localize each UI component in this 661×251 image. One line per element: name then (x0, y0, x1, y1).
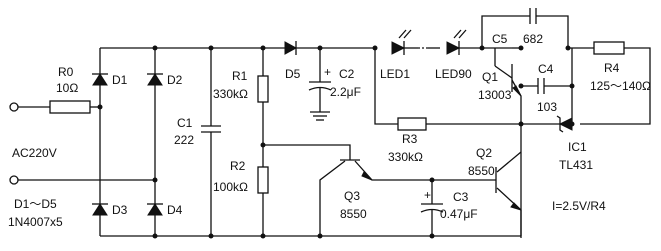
c4-value: 103 (537, 100, 557, 114)
r2-value: 100kΩ (213, 180, 248, 194)
transistor-q2: Q2 8550 (468, 146, 522, 236)
ic1-name: IC1 (568, 140, 587, 154)
capacitor-c4: C4 103 (518, 62, 575, 114)
q1-part: 13003 (478, 88, 512, 102)
d3-label: D3 (112, 203, 128, 217)
transistor-q3: Q3 8550 (263, 144, 496, 239)
capacitor-c3: + C3 0.47μF (420, 180, 478, 239)
d4-label: D4 (167, 203, 183, 217)
capacitor-c5: C5 682 (479, 8, 569, 51)
c3-plus: + (424, 188, 431, 202)
c3-value: 0.47μF (440, 207, 478, 221)
diodes-range-label: D1～D5 (14, 197, 57, 211)
r0-value: 10Ω (56, 81, 78, 95)
q3-name: Q3 (344, 189, 360, 203)
r0-name: R0 (58, 65, 74, 79)
led90-label: LED90 (435, 67, 472, 81)
input-terminal-1 (9, 102, 19, 112)
q2-part: 8550 (468, 164, 495, 178)
divider-r1-r2: R1 330kΩ R2 100kΩ (213, 45, 269, 239)
q2-name: Q2 (476, 146, 492, 160)
resistor-r4: R4 125～140Ω (565, 41, 651, 127)
ac-input (9, 102, 155, 185)
d1-label: D1 (112, 73, 128, 87)
transistor-q1: Q1 13003 (478, 45, 524, 238)
r3-name: R3 (402, 132, 418, 146)
input-voltage-label: AC220V (12, 146, 57, 160)
r1-value: 330kΩ (213, 87, 248, 101)
input-terminal-2 (9, 175, 19, 185)
d2-label: D2 (167, 73, 183, 87)
c3-name: C3 (453, 190, 469, 204)
q1-name: Q1 (482, 70, 498, 84)
c2-plus: + (324, 65, 331, 79)
diodes-part-label: 1N4007x5 (8, 215, 63, 229)
r4-value: 125～140Ω (590, 79, 651, 93)
c1-name: C1 (177, 116, 193, 130)
c2-name: C2 (339, 67, 355, 81)
current-formula: I=2.5V/R4 (552, 199, 606, 213)
c2-value: 2.2μF (330, 85, 361, 99)
c5-name: C5 (492, 32, 508, 46)
ic1-part: TL431 (559, 158, 593, 172)
led1-label: LED1 (380, 67, 410, 81)
c1-value: 222 (174, 133, 194, 147)
r3-value: 330kΩ (388, 150, 423, 164)
resistor-r0: R0 10Ω (49, 65, 91, 114)
capacitor-c2: + C2 2.2μF (308, 45, 361, 121)
shunt-regulator-ic1: IC1 TL431 (521, 115, 593, 172)
r1-name: R1 (232, 69, 248, 83)
c5-value: 682 (523, 32, 543, 46)
bridge-rectifier: D1 D2 D3 D4 (92, 45, 183, 239)
resistor-r3: R3 330kΩ (374, 48, 521, 164)
r2-name: R2 (230, 159, 246, 173)
capacitor-c1: C1 222 (174, 45, 221, 239)
q3-part: 8550 (340, 207, 367, 221)
r4-name: R4 (604, 61, 620, 75)
c4-name: C4 (538, 62, 554, 76)
led-string: LED1 LED90 (372, 29, 495, 81)
d5-label: D5 (285, 67, 301, 81)
diode-d5: D5 (284, 41, 301, 81)
